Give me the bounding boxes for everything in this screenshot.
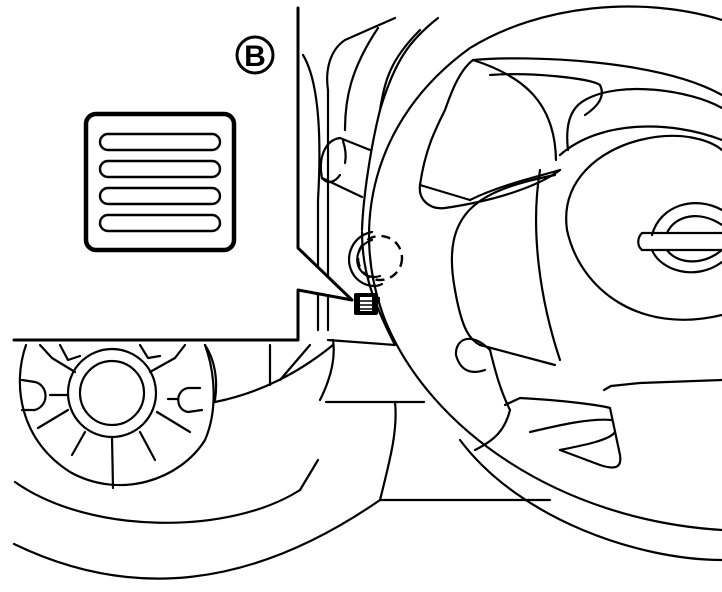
callout-label-badge: B: [235, 35, 275, 75]
steering-wheel: [367, 5, 722, 562]
callout-panel: [0, 0, 354, 342]
connector-icon: [354, 293, 380, 315]
connector-face-icon: [83, 111, 237, 253]
dashboard-lines: [12, 16, 552, 580]
nissan-emblem-icon: [637, 202, 722, 274]
vent-icon: [18, 343, 215, 490]
ignition-switch: [347, 230, 404, 347]
callout-label: B: [244, 40, 266, 73]
dashed-circle-icon: [356, 234, 404, 282]
